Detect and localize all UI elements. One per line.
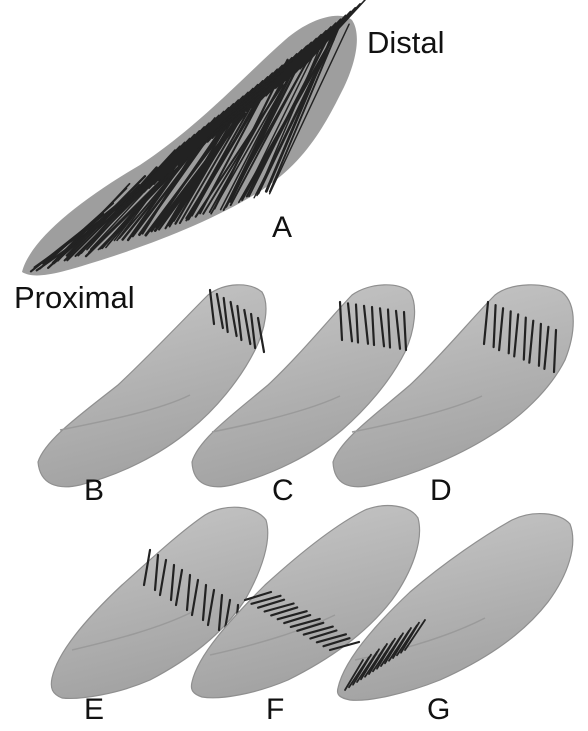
panel-g-label: G — [427, 695, 450, 725]
panel-b-label: B — [84, 476, 104, 506]
panel-a-label: A — [272, 213, 292, 243]
distal-label: Distal — [367, 27, 445, 58]
panel-c-label: C — [272, 476, 294, 506]
panel-a-fiber-bundle — [22, 0, 365, 275]
panel-d-label: D — [430, 476, 452, 506]
panel-e-label: E — [84, 695, 104, 725]
proximal-label: Proximal — [14, 282, 135, 313]
panel-f-label: F — [266, 695, 284, 725]
